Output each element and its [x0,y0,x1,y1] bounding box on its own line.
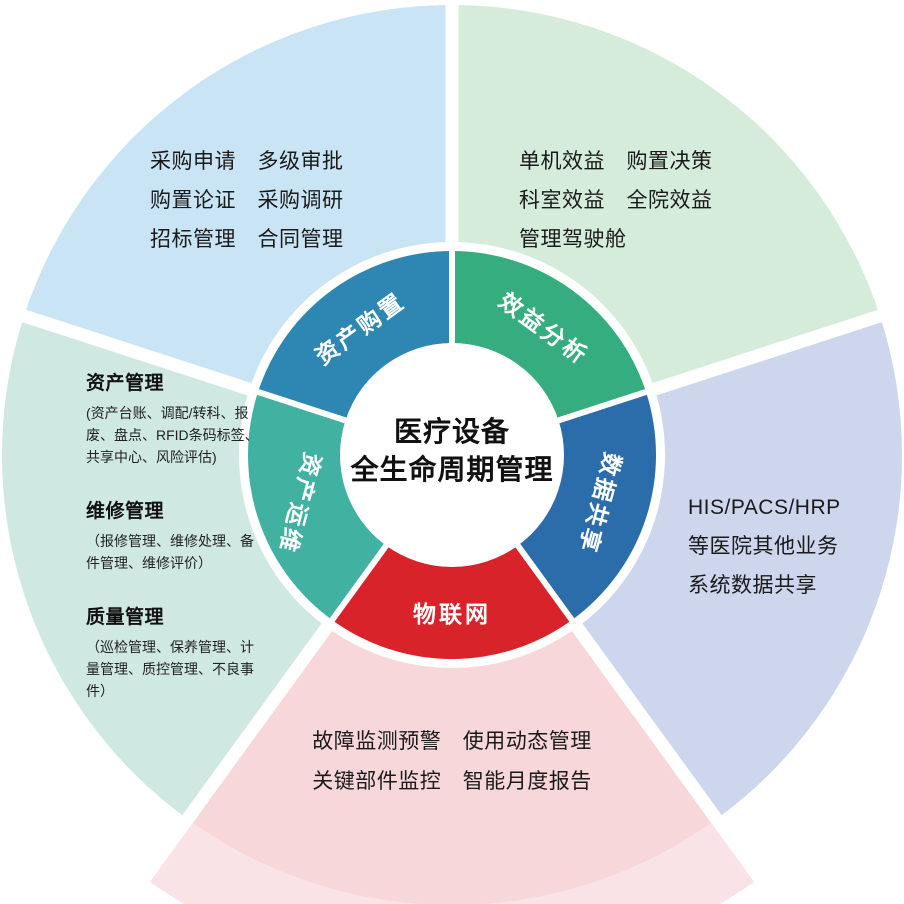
sector-iot-details: 故障监测预警 使用动态管理 关键部件监控 智能月度报告 [240,722,664,802]
operation-group-title: 质量管理 [86,607,165,628]
ring-label-iot: 物联网 [413,601,491,627]
sector-iot [187,627,717,904]
detail-line: 单机效益 购置决策 [519,150,713,173]
separator-line [646,301,904,398]
operation-group-title: 维修管理 [86,501,165,522]
separator-line [509,535,577,625]
detail-line: 管理驾驶舱 [519,228,627,251]
detail-line: 故障监测预警 使用动态管理 [312,730,592,753]
detail-line: 招标管理 合同管理 [150,228,344,251]
detail-line: HIS/PACS/HRP [688,496,841,519]
ring-segment-operation [247,391,387,621]
sector-procurement-details: 采购申请 多级审批 购置论证 采购调研 招标管理 合同管理 [150,142,344,259]
separator-line [548,388,650,427]
sector-procurement [24,5,453,390]
separator-line [0,301,258,398]
center-title-line1: 医疗设备 [393,416,511,447]
detail-line: 科室效益 全院效益 [519,189,713,212]
ring-segment-procurement [257,251,452,421]
sector-data-sharing [577,315,902,820]
operation-group-detail: (资产台账、调配/转科、报废、盘点、RFID条码标签、共享中心、风险评估) [86,405,259,465]
detail-line: 系统数据共享 [688,574,817,597]
separator-line [254,388,356,427]
ring-segment-iot [332,545,572,660]
sector-benefit-details: 单机效益 购置决策 科室效益 全院效益 管理驾驶舱 [519,142,713,259]
detail-line: 购置论证 采购调研 [150,189,344,212]
sector-data-sharing-details: HIS/PACS/HRP 等医院其他业务 系统数据共享 [688,488,841,605]
operation-group-quality-mgmt: 质量管理 （巡检管理、保养管理、计量管理、质控管理、不良事件） [86,602,264,702]
center-title: 医疗设备 全生命周期管理 [350,413,553,489]
sector-benefit [452,5,880,390]
operation-group-asset-mgmt: 资产管理 (资产台账、调配/转科、报废、盘点、RFID条码标签、共享中心、风险评… [86,368,264,468]
operation-group-repair-mgmt: 维修管理 （报修管理、维修处理、备件管理、维修评价） [86,496,264,574]
ring-segment-data-sharing [517,391,657,621]
separator-line [327,535,395,625]
detail-line: 关键部件监控 智能月度报告 [312,770,592,793]
separator-line [124,618,336,903]
sector-operation [2,315,327,820]
sector-operation-details: 资产管理 (资产台账、调配/转科、报废、盘点、RFID条码标签、共享中心、风险评… [86,368,264,730]
separator-line [568,618,780,903]
operation-group-detail: （报修管理、维修处理、备件管理、维修评价） [86,533,254,571]
center-title-line2: 全生命周期管理 [350,454,554,485]
detail-line: 采购申请 多级审批 [150,150,344,173]
operation-group-title: 资产管理 [86,373,165,394]
ring-segment-benefit [452,251,647,421]
operation-group-detail: （巡检管理、保养管理、计量管理、质控管理、不良事件） [86,639,254,699]
detail-line: 等医院其他业务 [688,535,839,558]
